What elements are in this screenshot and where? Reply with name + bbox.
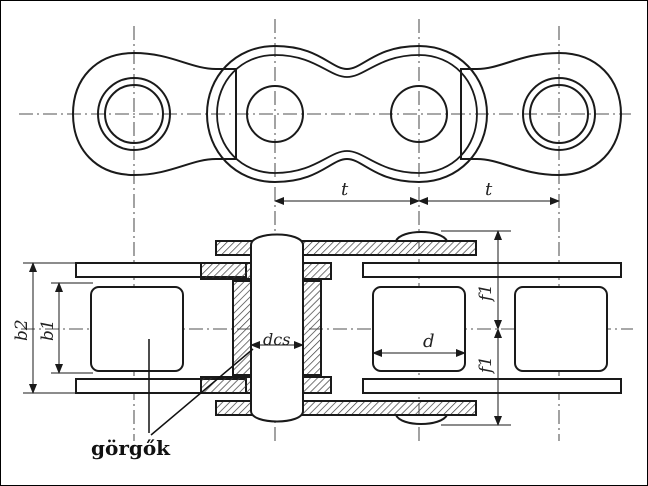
outer-plate-right [460,51,623,177]
roller-1-outer [97,77,171,151]
roller-right [514,286,608,372]
roller-diameter-label: d [423,331,435,352]
pin-diameter-label: dcs [263,330,290,349]
bushing-right-wall [302,280,322,376]
roller-4-inner [529,84,589,144]
roller-1-inner [104,84,164,144]
pin-2 [246,85,304,143]
pin-3 [390,85,448,143]
outer-plate-bottom-right [362,378,622,394]
roller-4-outer [522,77,596,151]
pin-head-bottom [394,414,449,425]
pin-head-top [394,231,449,242]
roller-leaders [148,339,254,436]
width-dimensions [23,262,93,394]
roller-left [90,286,184,372]
outer-width-label: b2 [12,319,32,341]
inner-link-inner-contour [216,54,478,174]
inner-link-outline [205,44,489,184]
height-dimensions [441,230,511,426]
pitch-label-right: t [485,179,493,200]
chain-section-view [21,231,633,425]
bushing-left-wall [232,280,252,376]
outer-plate-left [71,51,237,177]
roller-middle [372,286,466,372]
outer-plate-top-right [362,262,622,278]
inner-width-label: b1 [38,319,58,341]
pitch-label-left: t [341,179,349,200]
link-height-bottom-label: f1 [476,356,496,375]
rollers-label: görgők [91,436,171,460]
link-height-top-label: f1 [476,284,496,303]
leader-to-bushing [150,348,254,436]
pin-section [250,233,304,423]
